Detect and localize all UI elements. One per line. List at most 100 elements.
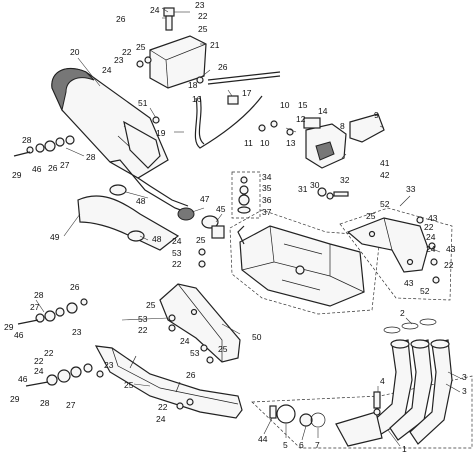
right-shield-fasteners [416,216,440,284]
callout-51: 51 [138,98,148,108]
callout-24: 24 [102,65,112,75]
callout-17: 17 [242,88,252,98]
bolt-set-part [317,187,349,200]
callout-53: 53 [172,248,182,258]
callout-12: 12 [296,114,306,124]
misc-fasteners [136,56,294,410]
callout-37: 37 [262,207,272,217]
callout-18: 18 [188,80,198,90]
callout-24: 24 [150,5,160,15]
catalyst-box-part [237,225,365,307]
callout-24: 24 [426,244,436,254]
header-gaskets-part [383,318,437,334]
callout-26: 26 [186,370,196,380]
callout-52: 52 [420,286,430,296]
callout-21: 21 [210,40,220,50]
callout-19: 19 [156,128,166,138]
callout-13: 13 [286,138,296,148]
callout-26: 26 [70,282,80,292]
callout-23: 23 [104,360,114,370]
callout-6: 6 [299,440,304,450]
callout-23: 23 [195,0,205,10]
callout-43: 43 [404,278,414,288]
callout-45: 45 [216,204,226,214]
callout-7: 7 [315,440,320,450]
washer-stack-middle-left [17,298,88,325]
callout-22: 22 [172,259,182,269]
callout-53: 53 [190,348,200,358]
callout-22: 22 [122,47,132,57]
callout-25: 25 [124,380,134,390]
callout-26: 26 [116,14,126,24]
callout-5: 5 [283,440,288,450]
callout-53: 53 [138,314,148,324]
callout-3: 3 [462,372,467,382]
callout-25: 25 [198,24,208,34]
callout-22: 22 [34,356,44,366]
valve-actuator-part [303,113,385,169]
callout-29: 29 [12,170,22,180]
callout-30: 30 [310,180,320,190]
callout-24: 24 [172,236,182,246]
callout-16: 16 [192,94,202,104]
callout-41: 41 [380,158,390,168]
callout-26: 26 [218,62,228,72]
callout-27: 27 [30,302,40,312]
callout-15: 15 [298,100,308,110]
rubber-mounts-part [109,184,145,242]
callout-28: 28 [22,135,32,145]
callout-49: 49 [50,232,60,242]
callout-28: 28 [86,152,96,162]
callout-2: 2 [400,308,405,318]
callout-33: 33 [406,184,416,194]
callout-25: 25 [366,211,376,221]
callout-29: 29 [10,394,20,404]
callout-48: 48 [136,196,146,206]
callout-24: 24 [180,336,190,346]
washer-stack-upper-left [13,135,75,157]
callout-28: 28 [34,290,44,300]
lower-heat-shield-part [159,283,241,363]
callout-9: 9 [374,110,379,120]
callout-31: 31 [298,184,308,194]
control-cables-part [194,71,281,149]
callout-10: 10 [260,138,270,148]
callout-22: 22 [424,222,434,232]
callout-14: 14 [318,106,328,116]
callout-27: 27 [60,160,70,170]
valve-small-parts [237,176,251,214]
valve-cover-part [149,7,207,89]
header-pipes-part [335,339,453,447]
callout-52: 52 [380,199,390,209]
callout-22: 22 [158,402,168,412]
callout-3: 3 [462,386,467,396]
callout-25: 25 [196,235,206,245]
callout-48: 48 [152,234,162,244]
callout-26: 26 [48,163,58,173]
callout-36: 36 [262,195,272,205]
callout-28: 28 [40,398,50,408]
callout-8: 8 [340,121,345,131]
pipe-clamp-part [177,207,225,239]
callout-29: 29 [4,322,14,332]
callout-50: 50 [252,332,262,342]
callout-46: 46 [32,164,42,174]
link-pipe-part [77,195,180,251]
callout-42: 42 [380,170,390,180]
callout-22: 22 [444,260,454,270]
callout-44: 44 [258,434,268,444]
callout-23: 23 [72,327,82,337]
washer-stack-lower-left [25,363,104,387]
callout-23: 23 [114,55,124,65]
callout-25: 25 [146,300,156,310]
callout-27: 27 [66,400,76,410]
leader-lines [35,7,461,447]
callout-43: 43 [446,244,456,254]
callout-32: 32 [340,175,350,185]
callout-1: 1 [402,444,407,454]
callout-22: 22 [44,348,54,358]
header-clamp-part [269,404,326,428]
callout-47: 47 [200,194,210,204]
callout-25: 25 [218,344,228,354]
